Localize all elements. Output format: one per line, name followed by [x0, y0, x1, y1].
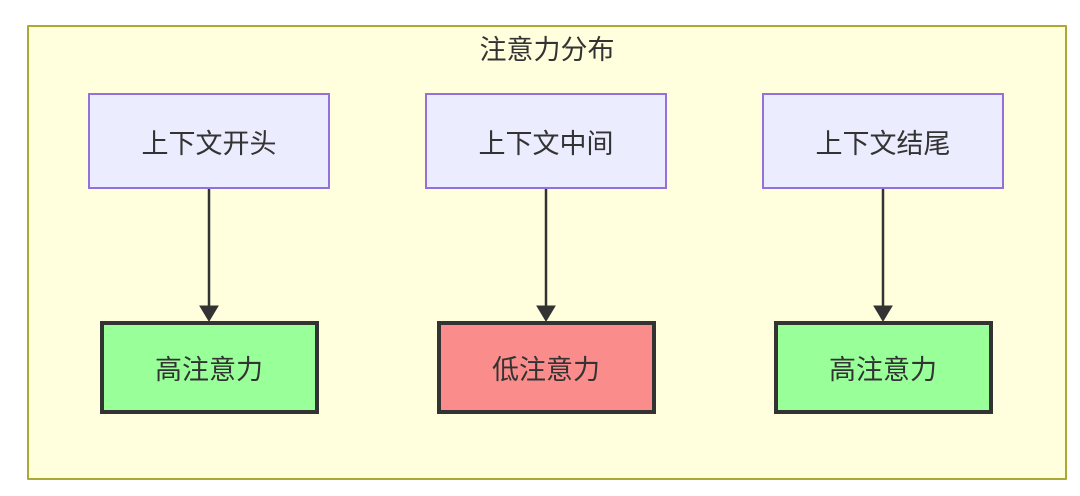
flow-column-context-middle: 上下文中间 低注意力 [425, 93, 667, 414]
node-context-start: 上下文开头 [88, 93, 330, 189]
diagram-title: 注意力分布 [479, 35, 615, 65]
node-context-middle: 上下文中间 [425, 93, 667, 189]
arrow-down-icon [536, 189, 556, 321]
flow-column-context-end: 上下文结尾 高注意力 [762, 93, 1004, 414]
node-context-start-label: 上下文开头 [141, 128, 277, 159]
arrow-down-icon [199, 189, 219, 321]
node-low-attention-label: 低注意力 [492, 355, 600, 385]
attention-distribution-container: 注意力分布 上下文开头 高注意力 上下文中间 低注意力 [27, 25, 1067, 480]
node-high-attention-2-label: 高注意力 [829, 355, 937, 385]
node-low-attention: 低注意力 [436, 321, 656, 414]
node-high-attention-1: 高注意力 [99, 321, 319, 414]
node-high-attention-1-label: 高注意力 [155, 355, 263, 385]
node-context-end-label: 上下文结尾 [815, 128, 951, 159]
node-high-attention-2: 高注意力 [773, 321, 993, 414]
node-context-end: 上下文结尾 [762, 93, 1004, 189]
flow-column-context-start: 上下文开头 高注意力 [88, 93, 330, 414]
node-context-middle-label: 上下文中间 [478, 128, 614, 159]
arrow-down-icon [873, 189, 893, 321]
